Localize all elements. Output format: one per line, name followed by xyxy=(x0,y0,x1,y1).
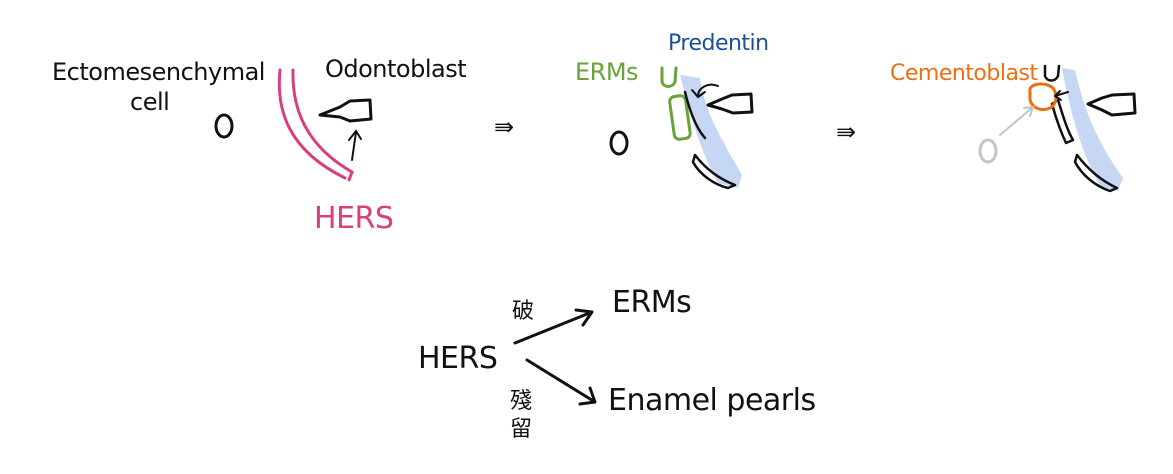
panel-2: Predentin ERMs xyxy=(575,31,769,190)
root-u-shape xyxy=(1043,64,1061,82)
migration-arrow-icon xyxy=(999,105,1035,136)
lower-fate-arrow-icon xyxy=(525,358,597,406)
ghost-ectomesenchymal-cell xyxy=(978,138,998,164)
hers-sheath-outer xyxy=(277,68,347,180)
curved-arrow-icon xyxy=(691,83,719,99)
predentin-layer-3 xyxy=(1062,68,1123,191)
hers-sheath-inner xyxy=(291,68,354,182)
lower-fate-char-1: 殘 xyxy=(510,389,532,414)
erms-u-shape xyxy=(660,66,678,88)
differentiation-arrow-icon xyxy=(348,129,362,161)
erms-rest-cell xyxy=(668,94,692,141)
ectomesenchymal-label-line2: cell xyxy=(130,88,169,116)
odontoblast-cell xyxy=(318,98,373,123)
dentin-line-lower xyxy=(691,153,737,190)
dentin-line-lower-3 xyxy=(1073,153,1119,193)
fate-diagram: HERS 破 ERMs 殘 留 Enamel pearls xyxy=(418,285,816,442)
predentin-layer xyxy=(680,75,742,188)
lower-fate-target: Enamel pearls xyxy=(608,383,816,418)
small-arrow-icon xyxy=(1053,90,1069,101)
fate-source-label: HERS xyxy=(418,341,497,376)
ectomesenchymal-cell xyxy=(214,113,234,139)
odontoblast-cell-2 xyxy=(706,92,754,115)
cementoblast-cell xyxy=(1028,82,1058,112)
lower-fate-char-2: 留 xyxy=(510,417,532,442)
implies-icon-2: ⇛ xyxy=(836,118,856,146)
implies-icon-1: ⇛ xyxy=(494,113,514,141)
dentin-line-upper xyxy=(683,90,707,140)
panel-1: Ectomesenchymal cell Odontoblast HERS xyxy=(52,55,467,236)
upper-fate-arrow-icon xyxy=(513,308,594,345)
upper-fate-char: 破 xyxy=(512,299,534,324)
hers-label: HERS xyxy=(314,201,393,236)
panel-3: Cementoblast xyxy=(890,61,1137,193)
ectomesenchymal-cell-2 xyxy=(609,130,629,156)
predentin-label: Predentin xyxy=(668,31,769,56)
odontoblast-cell-3 xyxy=(1086,92,1137,117)
erms-label: ERMs xyxy=(575,58,638,86)
cementoblast-label: Cementoblast xyxy=(890,61,1038,86)
odontoblast-label: Odontoblast xyxy=(325,55,466,83)
dentin-column xyxy=(1050,98,1075,145)
ectomesenchymal-label: Ectomesenchymal xyxy=(52,58,265,86)
upper-fate-target: ERMs xyxy=(612,285,691,320)
